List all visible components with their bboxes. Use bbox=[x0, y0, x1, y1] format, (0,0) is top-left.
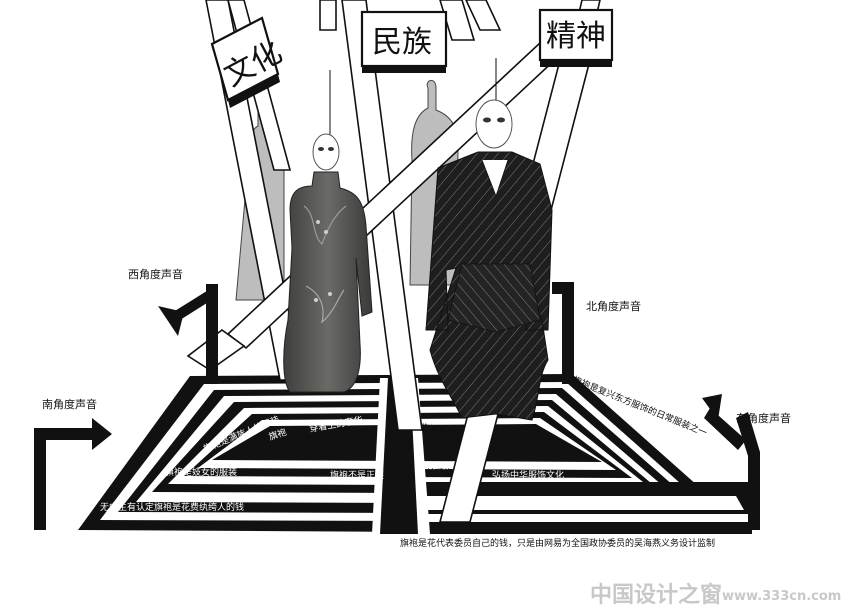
label-east: 东角度声音 bbox=[736, 411, 791, 425]
sign-nation-text: 民族 bbox=[372, 25, 432, 60]
watermark-url: www.333cn.com bbox=[722, 589, 841, 604]
arrow-south-icon bbox=[34, 418, 112, 530]
mannequin-grey-qipao bbox=[283, 133, 373, 393]
mannequin-striped-dress bbox=[425, 99, 553, 421]
floor-text-5: 旗袍是妓女的服装 bbox=[165, 466, 237, 478]
arrow-north-icon bbox=[552, 282, 574, 384]
sign-culture: 文化 bbox=[210, 16, 288, 108]
mask-left-icon bbox=[312, 133, 340, 171]
sign-spirit-text: 精神 bbox=[546, 19, 606, 54]
arrow-east-icon bbox=[702, 394, 760, 530]
floor-text-8: 弘扬中华服饰文化 bbox=[492, 469, 564, 481]
arrow-west-icon bbox=[158, 284, 218, 384]
floor-text-6: 旗袍不是正装 bbox=[330, 469, 384, 481]
sign-nation: 民族 bbox=[360, 10, 448, 73]
watermark-cn: 中国设计之窗 bbox=[590, 582, 722, 608]
label-north: 北角度声音 bbox=[586, 299, 641, 313]
mask-right-icon bbox=[475, 99, 513, 149]
label-west: 西角度声音 bbox=[128, 267, 183, 281]
label-south: 南角度声音 bbox=[42, 397, 97, 411]
bottom-caption: 旗袍是花代表委员自己的钱，只是由网易为全国政协委员的吴海燕义务设计监制 bbox=[400, 537, 715, 549]
floor-text-9: 无中生有认定旗袍是花费纨绔人的钱 bbox=[100, 501, 244, 513]
sign-spirit: 精神 bbox=[538, 8, 614, 67]
striped-floor bbox=[78, 374, 752, 534]
hanging-wires bbox=[329, 58, 497, 138]
